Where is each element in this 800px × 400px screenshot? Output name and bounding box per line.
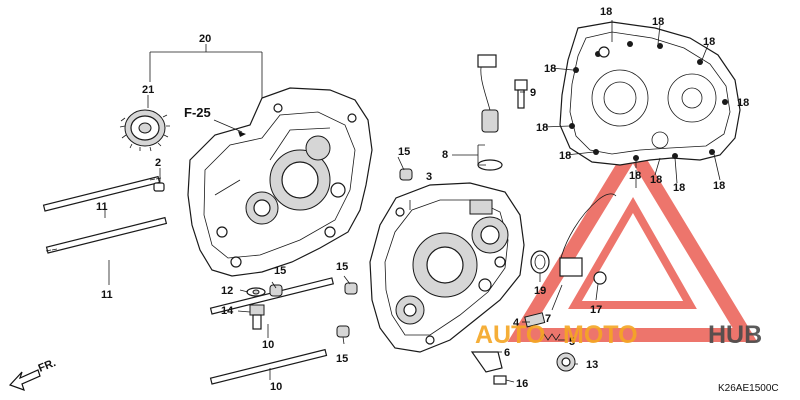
- callout-16: 16: [516, 378, 528, 390]
- callout-18-k: 18: [713, 180, 725, 192]
- callout-6: 6: [504, 347, 510, 359]
- right-crankcase: [369, 182, 525, 353]
- callout-18-b: 18: [652, 16, 664, 28]
- watermark-text-moto: MOTO: [563, 321, 638, 349]
- callout-11-lower: 11: [101, 289, 113, 301]
- callout-3: 3: [426, 171, 432, 183]
- reference-label: F-25: [184, 105, 211, 120]
- front-label: FR.: [37, 357, 58, 375]
- callout-15-mid: 15: [336, 261, 348, 273]
- stud-bolts: [42, 175, 335, 385]
- gear-21: [119, 109, 170, 152]
- callout-18-d: 18: [544, 63, 556, 75]
- reference-f25: F-25: [184, 105, 246, 137]
- crankcase-cover-gasket: [559, 21, 741, 166]
- callout-18-e: 18: [737, 97, 749, 109]
- callout-15-top: 15: [398, 146, 410, 158]
- callout-15-left: 15: [274, 265, 286, 277]
- callout-13: 13: [586, 359, 598, 371]
- callout-19: 19: [534, 285, 546, 297]
- callout-11-upper: 11: [96, 201, 108, 213]
- watermark-text-auto: AUTO: [475, 321, 545, 349]
- left-crankcase: [187, 87, 373, 277]
- callout-21: 21: [142, 84, 154, 96]
- callout-18-h: 18: [629, 170, 641, 182]
- callout-12: 12: [221, 285, 233, 297]
- watermark-logo: [507, 136, 758, 342]
- callout-9: 9: [530, 87, 536, 99]
- callout-14: 14: [221, 305, 234, 317]
- small-parts: [153, 54, 617, 385]
- callout-8: 8: [442, 149, 448, 161]
- callout-18-g: 18: [559, 150, 571, 162]
- callout-18-a: 18: [600, 6, 612, 18]
- callout-18-c: 18: [703, 36, 715, 48]
- callout-10-lower: 10: [270, 381, 282, 393]
- callout-7: 7: [545, 313, 551, 325]
- callout-17: 17: [590, 304, 602, 316]
- callout-5: 5: [569, 336, 575, 348]
- callout-15-bottom: 15: [336, 353, 348, 365]
- front-direction-arrow: FR.: [8, 357, 58, 391]
- callout-2: 2: [155, 157, 161, 169]
- callout-18-i: 18: [650, 174, 662, 186]
- watermark-text: AUTO MOTO HUB: [475, 321, 762, 349]
- callout-18-j: 18: [673, 182, 685, 194]
- diagram-code: K26AE1500C: [718, 383, 779, 394]
- watermark-text-hub: HUB: [708, 321, 762, 349]
- callout-labels: 20 21 2 15 3 11 11 15 15 12 14 10 10 15 …: [96, 6, 749, 393]
- leader-lines: [104, 20, 728, 383]
- callout-18-f: 18: [536, 122, 548, 134]
- callout-20: 20: [199, 33, 211, 45]
- callout-4: 4: [513, 317, 520, 329]
- callout-10-upper: 10: [262, 339, 274, 351]
